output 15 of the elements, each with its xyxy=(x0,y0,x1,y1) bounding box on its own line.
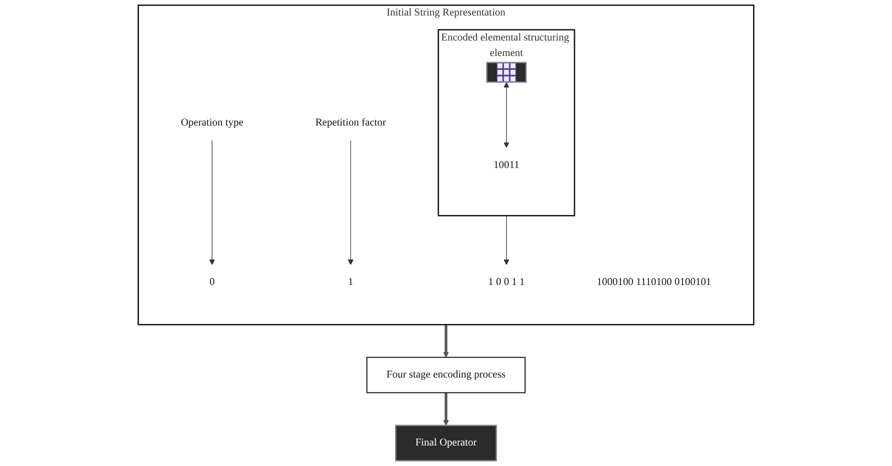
node-box: Four stage encoding process xyxy=(366,356,526,394)
arrow xyxy=(443,392,449,426)
arrow xyxy=(504,82,510,148)
arrow xyxy=(348,140,354,265)
node-text: 1 0 0 1 1 xyxy=(488,276,525,288)
node-text: 0 xyxy=(209,276,215,288)
arrow xyxy=(443,324,449,358)
node-text: Repetition factor xyxy=(315,116,386,128)
node-text: 10011 xyxy=(494,159,520,170)
arrow xyxy=(504,215,510,265)
arrow xyxy=(209,140,215,265)
node-text: Operation type xyxy=(180,116,244,128)
node-text: 1 xyxy=(348,276,354,288)
node-box: Final Operator xyxy=(395,424,497,462)
node-text: 1000100 1110100 0100101 xyxy=(596,276,712,288)
